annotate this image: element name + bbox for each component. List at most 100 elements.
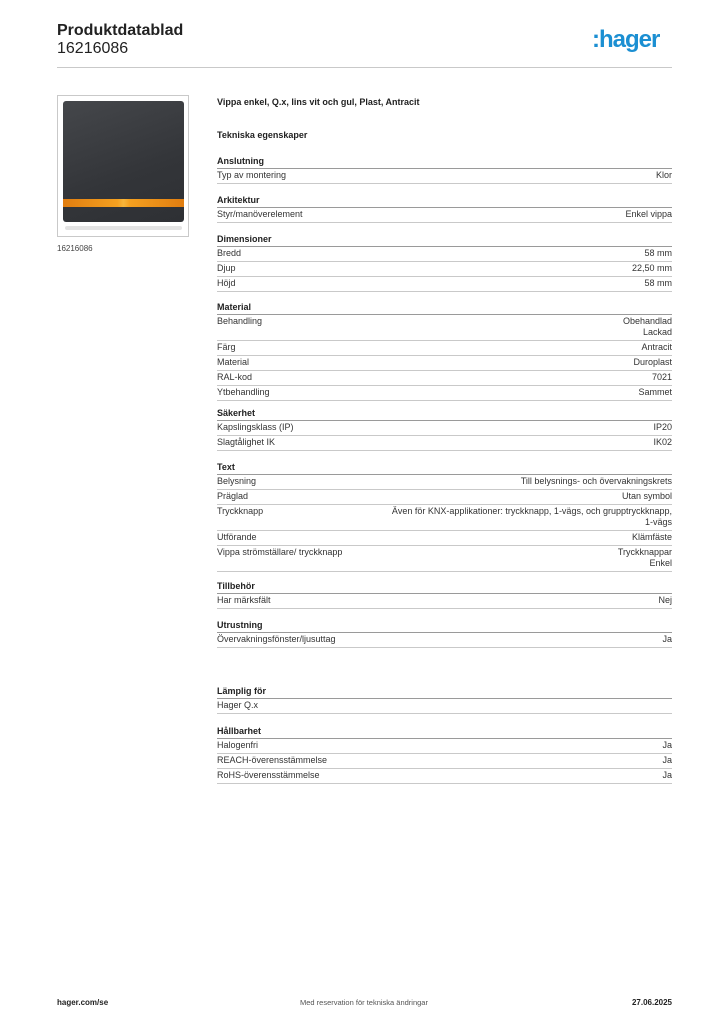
spec-label: Behandling — [217, 316, 263, 326]
spec-label: Hager Q.x — [217, 700, 259, 710]
spec-label: Kapslingsklass (IP) — [217, 422, 294, 432]
spec-label: Färg — [217, 342, 236, 352]
spec-value-line: Duroplast — [633, 357, 672, 367]
spec-value-line: Lackad — [642, 327, 672, 337]
spec-label: Ytbehandling — [217, 387, 270, 397]
group-title: Arkitektur — [217, 193, 672, 208]
spec-value-line: IP20 — [653, 422, 672, 432]
spec-value: Klor — [286, 170, 672, 181]
spec-value: 22,50 mm — [236, 263, 672, 274]
group-title: Säkerhet — [217, 406, 672, 421]
spec-value: Ja — [258, 740, 672, 751]
spec-row: Ytbehandling Sammet — [217, 386, 672, 401]
spec-row: Slagtålighet IK IK02 — [217, 436, 672, 451]
spec-value-line: Nej — [658, 595, 672, 605]
spec-value-line: Ja — [662, 770, 672, 780]
image-caption: 16216086 — [57, 244, 93, 253]
spec-value: Till belysnings- och övervakningskrets — [256, 476, 672, 487]
spec-value-line: Även för KNX-applikationer: tryckknapp, … — [391, 506, 672, 516]
spec-value-line: Enkel — [649, 558, 672, 568]
spec-row: Typ av montering Klor — [217, 169, 672, 184]
footer-website[interactable]: hager.com/se — [57, 998, 109, 1007]
spec-value-line: Ja — [662, 740, 672, 750]
spec-row: RoHS-överensstämmelse Ja — [217, 769, 672, 784]
spec-row: Höjd 58 mm — [217, 277, 672, 292]
spec-row: Tryckknapp Även för KNX-applikationer: tr… — [217, 505, 672, 531]
spec-value-line: IK02 — [653, 437, 672, 447]
spec-value: Utan symbol — [248, 491, 672, 502]
header-number: 16216086 — [57, 40, 129, 57]
spec-value: Ja — [327, 755, 672, 766]
spec-label: Slagtålighet IK — [217, 437, 276, 447]
section-heading: Tekniska egenskaper — [217, 130, 308, 140]
spec-value-line: 22,50 mm — [631, 263, 672, 273]
spec-value-line: 1-vägs — [644, 517, 672, 527]
group-title: Material — [217, 300, 672, 315]
spec-value: Nej — [271, 595, 672, 606]
spec-value-line: Sammet — [638, 387, 672, 397]
group-title: Anslutning — [217, 154, 672, 169]
spec-value-line: Tryckknappar — [617, 547, 672, 557]
hager-logo: :hager — [592, 26, 661, 53]
spec-value: IK02 — [275, 437, 672, 448]
group-title: Tillbehör — [217, 579, 672, 594]
group-title: Dimensioner — [217, 232, 672, 247]
spec-value: Enkel vippa — [303, 209, 672, 220]
spec-value: 58 mm — [241, 248, 672, 259]
spec-label: Halogenfri — [217, 740, 259, 750]
spec-label: Vippa strömställare/ tryckknapp — [217, 547, 343, 557]
spec-row: Halogenfri Ja — [217, 739, 672, 754]
spec-label: RoHS-överensstämmelse — [217, 770, 320, 780]
spec-label: Belysning — [217, 476, 257, 486]
spec-row: Präglad Utan symbol — [217, 490, 672, 505]
group-title: Hållbarhet — [217, 724, 672, 739]
group-title: Utrustning — [217, 618, 672, 633]
spec-value-line: Obehandlad — [622, 316, 672, 326]
spec-value-line: 58 mm — [644, 278, 672, 288]
hager-logo-text: :hager — [592, 26, 660, 53]
spec-label: Höjd — [217, 278, 236, 288]
spec-value: Sammet — [270, 387, 672, 398]
footer-disclaimer: Med reservation för tekniska ändringar — [300, 998, 428, 1007]
spec-value-line: Klor — [655, 170, 672, 180]
indicator-lens — [63, 199, 184, 207]
spec-value: Duroplast — [249, 357, 672, 368]
spec-label: Präglad — [217, 491, 249, 501]
spec-value-line: 58 mm — [644, 248, 672, 258]
header-title: Produktdatablad — [57, 22, 184, 39]
group-title: Lämplig för — [217, 684, 672, 699]
spec-value: IP20 — [294, 422, 672, 433]
spec-row: Kapslingsklass (IP) IP20 — [217, 421, 672, 436]
spec-value: 7021 — [252, 372, 672, 383]
spec-value-line: Utan symbol — [621, 491, 672, 501]
spec-label: Tryckknapp — [217, 506, 264, 516]
spec-label: Typ av montering — [217, 170, 287, 180]
spec-value: 58 mm — [236, 278, 672, 289]
spec-value-line: 7021 — [651, 372, 672, 382]
spec-value: Ja — [320, 770, 672, 781]
header-divider — [57, 67, 672, 68]
